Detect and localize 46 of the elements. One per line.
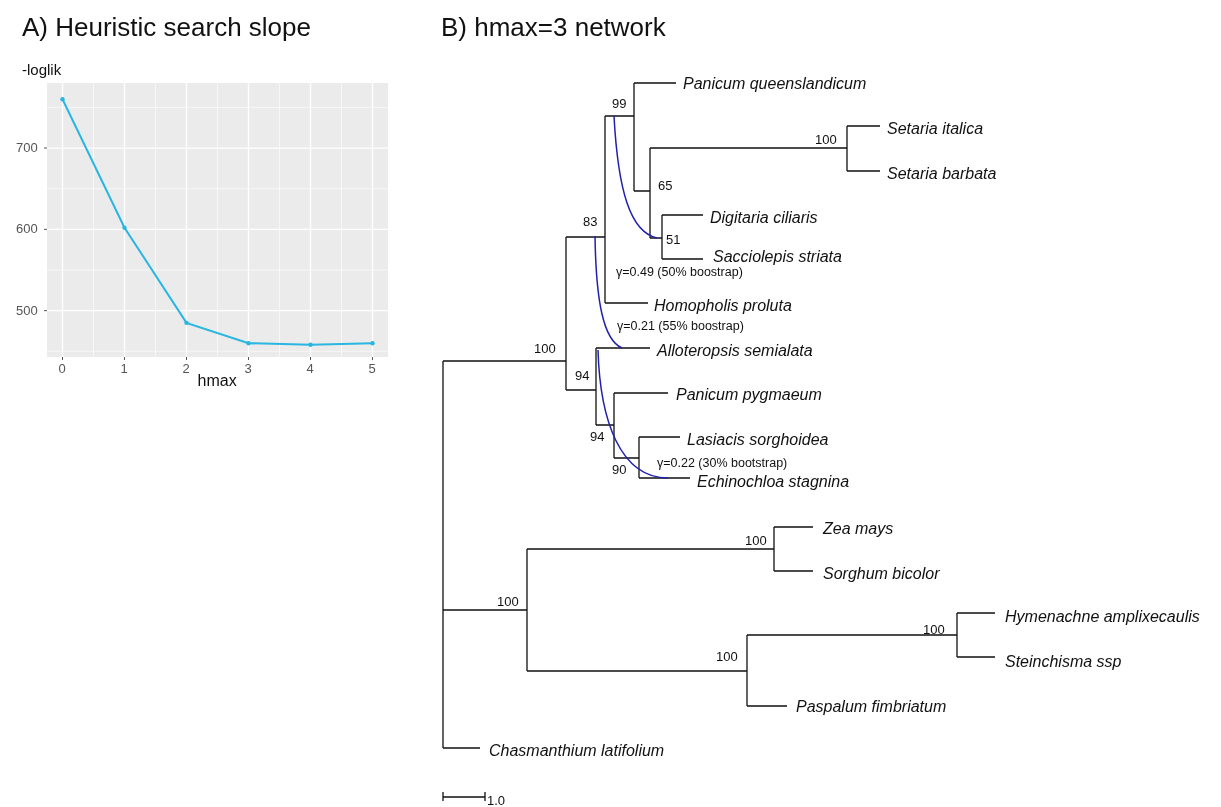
taxon-label: Paspalum fimbriatum: [796, 697, 947, 717]
panel-title: B) hmax=3 network: [441, 13, 666, 43]
chart-title: A) Heuristic search slope: [22, 13, 311, 43]
taxon-label: Panicum queenslandicum: [683, 74, 867, 94]
taxon-label: Setaria italica: [887, 119, 984, 139]
bootstrap-value: 100: [497, 594, 519, 610]
tick-label: 600: [16, 221, 38, 237]
tick-label: 2: [182, 361, 190, 377]
bootstrap-value: 100: [815, 132, 837, 148]
tick-label: 3: [244, 361, 252, 377]
tick-label: 5: [368, 361, 376, 377]
taxon-label: Setaria barbata: [887, 164, 997, 184]
taxon-label: Lasiacis sorghoidea: [687, 430, 829, 450]
bootstrap-value: 90: [612, 462, 627, 478]
taxon-label: Panicum pygmaeum: [676, 385, 822, 405]
bootstrap-value: 51: [666, 232, 681, 248]
bootstrap-value: 83: [583, 214, 598, 230]
taxon-label: Echinochloa stagnina: [697, 472, 850, 492]
taxon-label: Homopholis proluta: [654, 296, 792, 316]
taxon-label: Steinchisma ssp: [1005, 652, 1122, 672]
bootstrap-value: 100: [923, 622, 945, 638]
inheritance-label: γ=0.22 (30% bootstrap): [657, 455, 788, 471]
taxon-label: Chasmanthium latifolium: [489, 741, 665, 761]
axis-title: -loglik: [22, 61, 62, 79]
taxon-label: Digitaria ciliaris: [710, 208, 818, 228]
tick-label: 700: [16, 140, 38, 156]
bootstrap-value: 94: [575, 368, 590, 384]
taxon-label: Hymenachne amplixecaulis: [1005, 607, 1200, 627]
bootstrap-value: 100: [716, 649, 738, 665]
tick-label: 4: [306, 361, 314, 377]
taxon-label: Alloteropsis semialata: [657, 341, 813, 361]
tick-label: 1: [120, 361, 128, 377]
inheritance-label: γ=0.49 (50% boostrap): [616, 264, 743, 280]
inheritance-label: γ=0.21 (55% boostrap): [617, 318, 744, 334]
bootstrap-value: 100: [534, 341, 556, 357]
tick-label: 0: [58, 361, 66, 377]
tick-label: 500: [16, 303, 38, 319]
axis-title: hmax: [197, 371, 237, 391]
bootstrap-value: 99: [612, 96, 627, 112]
taxon-label: Sorghum bicolor: [823, 564, 940, 584]
scale-label: 1.0: [487, 793, 506, 807]
taxon-label: Sacciolepis striata: [713, 247, 842, 267]
bootstrap-value: 65: [658, 178, 673, 194]
taxon-label: Zea mays: [823, 519, 894, 539]
bootstrap-value: 94: [590, 429, 605, 445]
bootstrap-value: 100: [745, 533, 767, 549]
